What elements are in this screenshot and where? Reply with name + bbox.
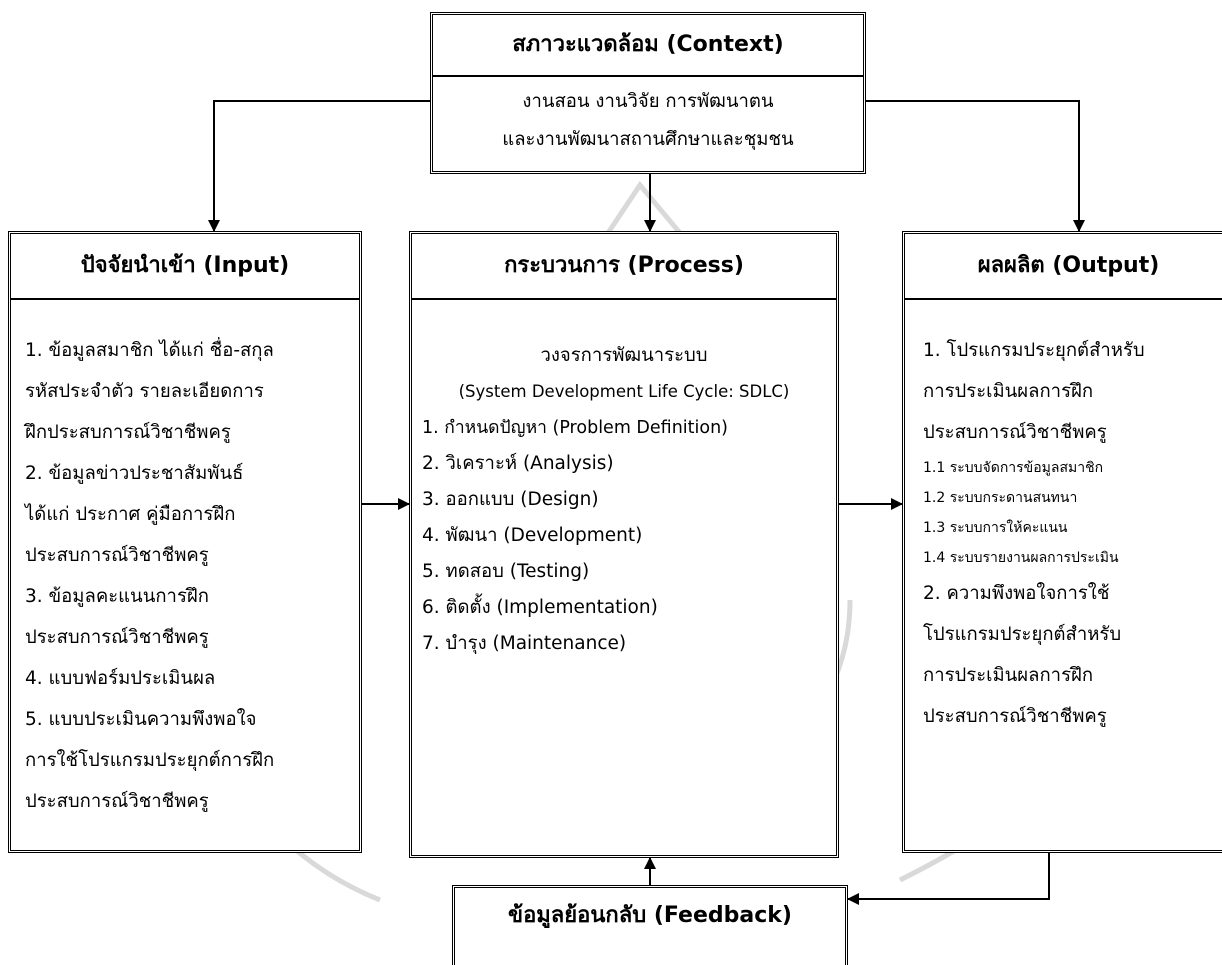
context-body: งานสอน งานวิจัย การพัฒนาตน และงานพัฒนาสถ… (433, 83, 863, 159)
input-box: ปัจจัยนำเข้า (Input) 1. ข้อมูลสมาชิก ได้… (8, 231, 362, 853)
process-step: 4. พัฒนา (Development) (422, 525, 643, 546)
input-line: 2. ข้อมูลข่าวประชาสัมพันธ์ (25, 463, 244, 484)
input-line: ประสบการณ์วิชาชีพครู (25, 545, 209, 566)
output-line: ประสบการณ์วิชาชีพครู (923, 706, 1107, 727)
arrow-context-to-input (208, 100, 430, 232)
arrow-context-to-output (866, 100, 1085, 232)
input-line: 1. ข้อมูลสมาชิก ได้แก่ ชื่อ-สกุล (25, 340, 274, 361)
input-body: 1. ข้อมูลสมาชิก ได้แก่ ชื่อ-สกุล รหัสประ… (11, 330, 359, 822)
process-box: กระบวนการ (Process) วงจรการพัฒนาระบบ (Sy… (409, 231, 839, 858)
context-line: และงานพัฒนาสถานศึกษาและชุมชน (502, 129, 794, 150)
feedback-box: ข้อมูลย้อนกลับ (Feedback) (452, 885, 848, 965)
output-body: 1. โปรแกรมประยุกต์สำหรับ การประเมินผลการ… (905, 330, 1222, 737)
context-box: สภาวะแวดล้อม (Context) งานสอน งานวิจัย ก… (430, 12, 866, 174)
output-subline: 1.4 ระบบรายงานผลการประเมิน (923, 550, 1119, 566)
output-line: 2. ความพึงพอใจการใช้ (923, 583, 1110, 604)
process-title: กระบวนการ (Process) (412, 234, 836, 300)
output-line: การประเมินผลการฝึก (923, 665, 1094, 686)
arrow-output-to-feedback (847, 853, 1050, 905)
input-line: 4. แบบฟอร์มประเมินผล (25, 668, 216, 689)
output-subline: 1.1 ระบบจัดการข้อมูลสมาชิก (923, 460, 1104, 476)
input-line: ประสบการณ์วิชาชีพครู (25, 791, 209, 812)
output-title: ผลผลิต (Output) (905, 234, 1222, 300)
output-box: ผลผลิต (Output) 1. โปรแกรมประยุกต์สำหรับ… (902, 231, 1222, 853)
output-line: 1. โปรแกรมประยุกต์สำหรับ (923, 340, 1145, 361)
input-line: ฝึกประสบการณ์วิชาชีพครู (25, 422, 231, 443)
context-title: สภาวะแวดล้อม (Context) (433, 15, 863, 77)
feedback-title: ข้อมูลย้อนกลับ (Feedback) (508, 903, 792, 928)
output-subline: 1.2 ระบบกระดานสนทนา (923, 490, 1078, 506)
output-line: การประเมินผลการฝึก (923, 381, 1094, 402)
process-step: 6. ติดตั้ง (Implementation) (422, 597, 658, 618)
input-line: ได้แก่ ประกาศ คู่มือการฝึก (25, 504, 236, 525)
process-body: วงจรการพัฒนาระบบ (System Development Lif… (412, 338, 836, 662)
output-line: ประสบการณ์วิชาชีพครู (923, 422, 1107, 443)
input-line: การใช้โปรแกรมประยุกต์การฝึก (25, 750, 275, 771)
input-line: รหัสประจำตัว รายละเอียดการ (25, 381, 264, 402)
output-subline: 1.3 ระบบการให้คะแนน (923, 520, 1068, 536)
process-step: 1. กำหนดปัญหา (Problem Definition) (422, 418, 728, 438)
input-title: ปัจจัยนำเข้า (Input) (11, 234, 359, 300)
context-line: งานสอน งานวิจัย การพัฒนาตน (522, 91, 774, 112)
output-line: โปรแกรมประยุกต์สำหรับ (923, 624, 1122, 645)
process-step: 5. ทดสอบ (Testing) (422, 561, 590, 582)
process-subtitle-en: (System Development Life Cycle: SDLC) (458, 382, 790, 401)
input-line: 5. แบบประเมินความพึงพอใจ (25, 709, 257, 730)
process-subtitle: วงจรการพัฒนาระบบ (540, 345, 708, 366)
input-line: ประสบการณ์วิชาชีพครู (25, 627, 209, 648)
process-step: 2. วิเคราะห์ (Analysis) (422, 453, 614, 474)
input-line: 3. ข้อมูลคะแนนการฝึก (25, 586, 209, 607)
process-step: 7. บำรุง (Maintenance) (422, 633, 627, 654)
process-step: 3. ออกแบบ (Design) (422, 489, 599, 510)
